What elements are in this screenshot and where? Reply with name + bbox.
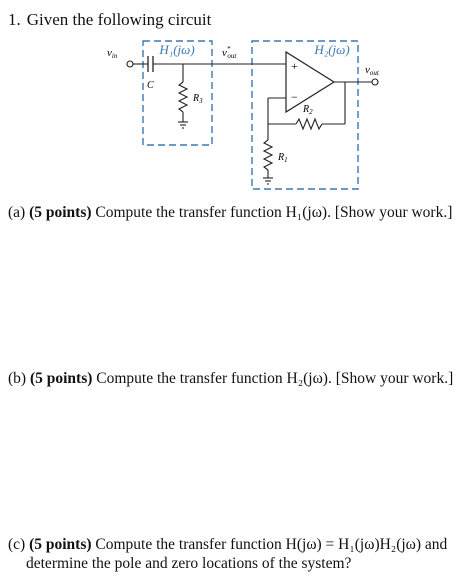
- capacitor-symbol: [147, 56, 154, 72]
- op-amp-minus: −: [291, 90, 298, 104]
- op-amp-symbol: [285, 50, 336, 114]
- r2-label: R2: [302, 104, 313, 116]
- op-amp-plus: +: [291, 59, 298, 73]
- question-c: (c) (5 points) Compute the transfer func…: [8, 535, 470, 573]
- question-b: (b) (5 points) Compute the transfer func…: [8, 369, 470, 388]
- question-c-text-line2: determine the pole and zero locations of…: [26, 555, 352, 572]
- vout-mid-label: v*out: [222, 45, 237, 60]
- vout-label: vout: [365, 64, 380, 77]
- question-a-text: Compute the transfer function H₁(jω). [S…: [91, 204, 453, 221]
- vin-label: vin: [107, 47, 118, 60]
- h1-block-box: [142, 40, 213, 146]
- r3-label: R3: [192, 93, 203, 105]
- r3-resistor: [177, 81, 189, 113]
- problem-title-text: Given the following circuit: [26, 10, 212, 29]
- r2-resistor: [295, 117, 323, 131]
- r1-ground-icon: [263, 177, 273, 185]
- circuit-diagram: H₁(jω) H₂(jω) vin C R3 v*out + − vout R2: [107, 40, 380, 190]
- r1-label: R1: [277, 152, 288, 164]
- r3-ground-icon: [178, 121, 188, 129]
- question-a: (a) (5 points) Compute the transfer func…: [8, 203, 470, 222]
- vout-terminal: [371, 78, 379, 86]
- question-b-text: Compute the transfer function H₂(jω). [S…: [92, 370, 454, 387]
- h2-block-box: [251, 40, 359, 190]
- question-b-label: (b): [8, 370, 27, 387]
- question-a-label: (a): [8, 204, 26, 221]
- vin-terminal: [126, 60, 134, 68]
- question-c-text: Compute the transfer function H(jω) = H₁…: [91, 536, 448, 553]
- question-a-points: (5 points): [29, 204, 92, 221]
- h1-label: H₁(jω): [158, 42, 194, 57]
- question-b-points: (5 points): [29, 370, 93, 387]
- problem-number: 1.: [8, 10, 21, 29]
- r1-resistor: [262, 139, 274, 171]
- problem-title: 1. Given the following circuit: [8, 10, 211, 30]
- h2-label: H₂(jω): [313, 42, 349, 57]
- question-c-label: (c): [8, 536, 26, 553]
- capacitor-label: C: [147, 80, 154, 91]
- question-c-points: (5 points): [29, 536, 92, 553]
